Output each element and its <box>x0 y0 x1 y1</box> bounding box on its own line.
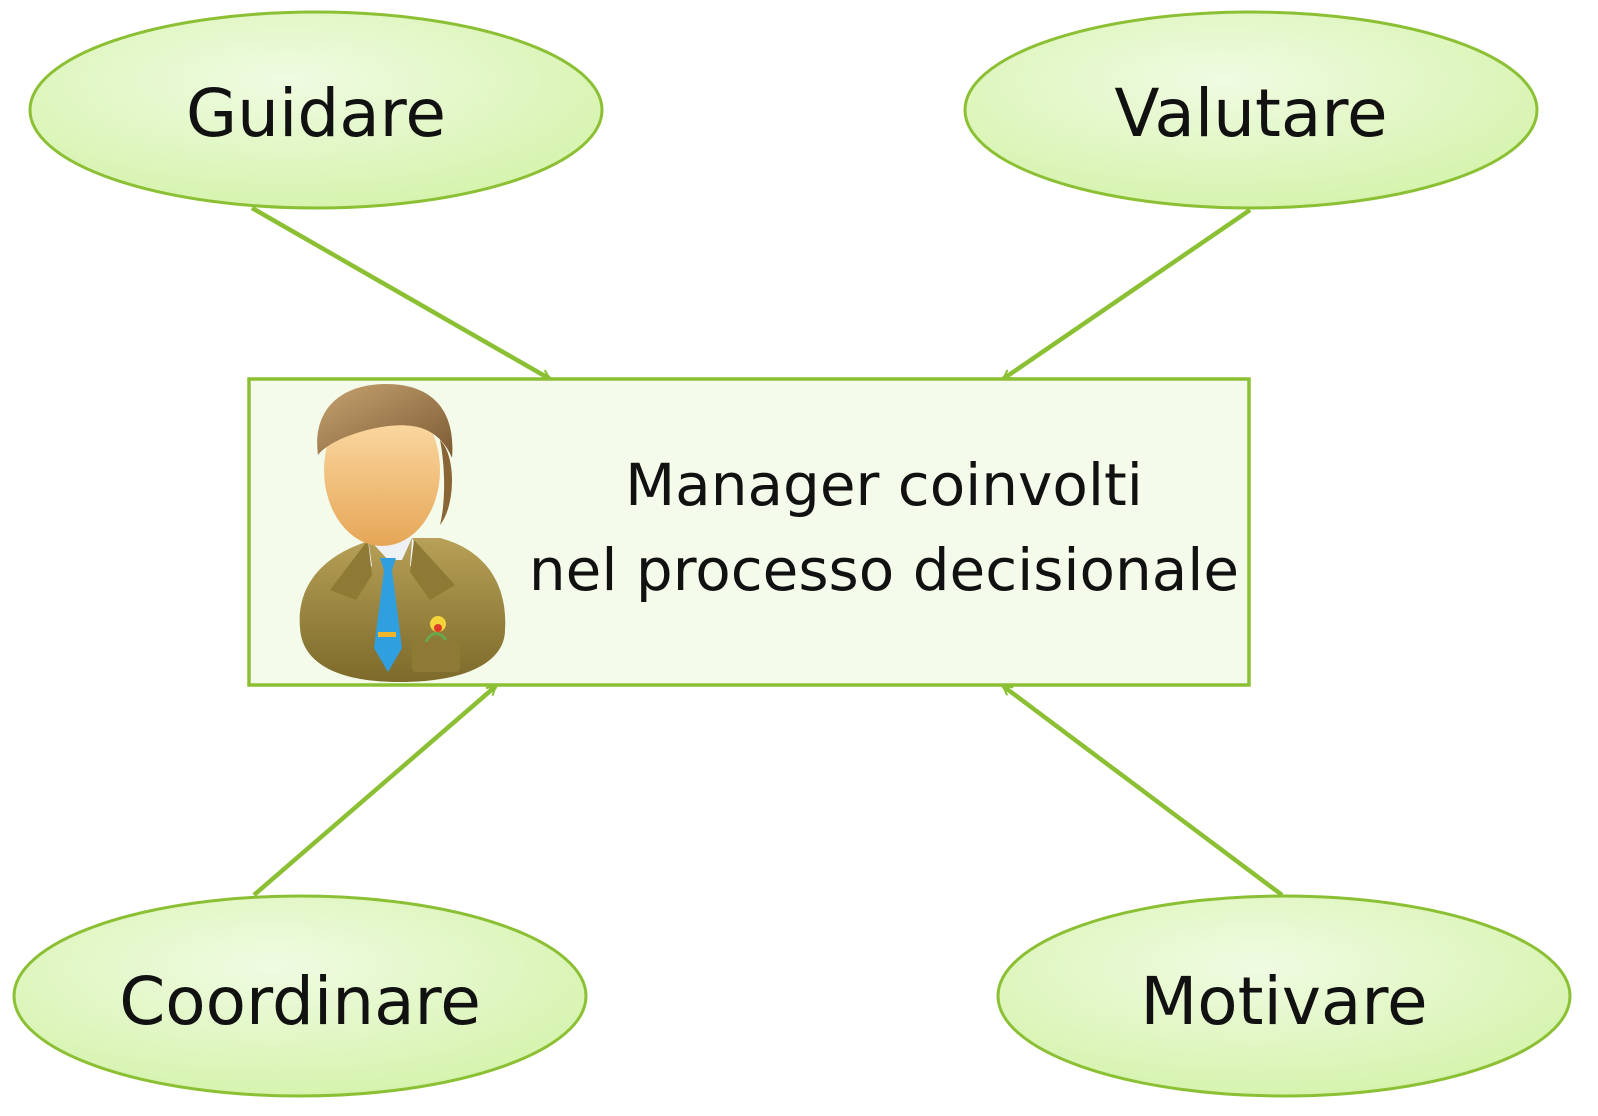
arrow-valutare-to-manager <box>1003 208 1252 381</box>
node-motivare-label: Motivare <box>1140 963 1427 1040</box>
node-motivare: Motivare <box>996 894 1572 1098</box>
node-coordinare-label: Coordinare <box>119 963 481 1040</box>
arrow-coordinare-to-manager <box>252 684 496 897</box>
manager-person-icon <box>299 384 506 682</box>
node-valutare: Valutare <box>963 10 1539 210</box>
node-coordinare: Coordinare <box>12 894 588 1098</box>
node-valutare-label: Valutare <box>1114 75 1387 152</box>
manager-box: Manager coinvolti nel processo decisiona… <box>247 377 1251 687</box>
node-guidare-label: Guidare <box>186 75 446 152</box>
arrow-guidare-to-manager <box>250 206 550 381</box>
arrow-motivare-to-manager <box>1003 684 1284 897</box>
manager-box-line1: Manager coinvolti <box>625 451 1143 519</box>
node-guidare: Guidare <box>28 10 604 210</box>
manager-box-line2: nel processo decisionale <box>529 536 1239 604</box>
